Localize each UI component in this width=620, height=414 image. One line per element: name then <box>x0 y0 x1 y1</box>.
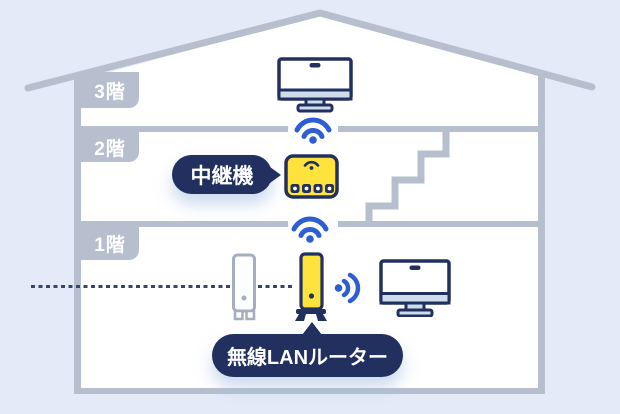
floor-line-3f-2f-left <box>81 126 288 132</box>
right-wall <box>538 74 545 394</box>
internet-dotted-line-left <box>31 285 231 288</box>
floor-label-3f-text: 3階 <box>94 81 126 103</box>
internet-dotted-line-mid <box>258 285 295 288</box>
router-label-bubble: 無線LANルーター <box>212 322 403 377</box>
floor-line-2f-1f-left <box>81 221 288 227</box>
router-bubble-tail <box>302 322 322 335</box>
staircase <box>365 128 450 224</box>
modem-tower-icon <box>232 253 256 321</box>
floor-label-2f-text: 2階 <box>94 138 126 160</box>
floor-line-3f-2f-right <box>338 126 538 132</box>
repeater-label-bubble: 中継機 <box>172 155 281 194</box>
floor-label-1f-text: 1階 <box>94 235 126 256</box>
left-wall <box>74 76 81 394</box>
repeater-box-icon <box>284 154 339 199</box>
floor-label-2f: 2階 <box>81 132 139 162</box>
roof-line <box>24 9 596 92</box>
router-label-text: 無線LANルーター <box>226 347 389 369</box>
ground-floor-line <box>74 388 545 394</box>
floor-label-1f: 1階 <box>81 227 139 260</box>
radio-waves-icon <box>334 272 361 304</box>
repeater-bubble-tail <box>270 166 281 183</box>
floor-line-2f-1f-right <box>338 221 538 227</box>
desktop-monitor-icon-3f <box>277 57 353 113</box>
wifi-icon-2f-1f <box>291 216 329 243</box>
router-tower-icon <box>295 252 327 321</box>
wifi-icon-3f-2f <box>294 117 332 144</box>
desktop-monitor-icon-1f <box>379 259 451 317</box>
repeater-label-text: 中継機 <box>190 164 254 188</box>
floor-label-3f: 3階 <box>81 72 139 108</box>
